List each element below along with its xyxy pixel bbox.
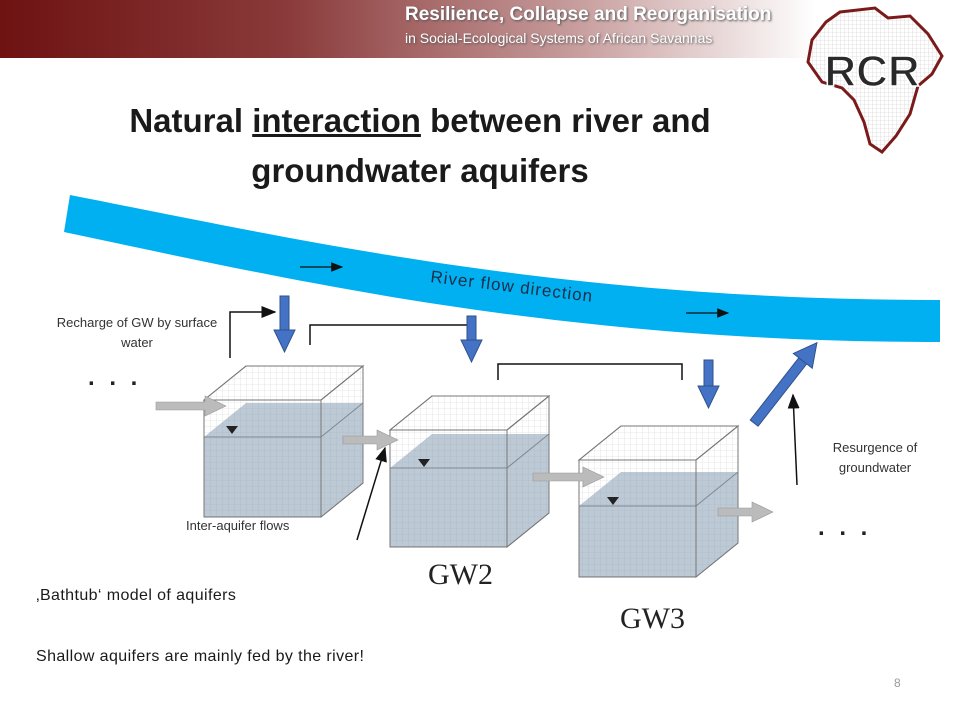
aquifer-box-3	[577, 424, 740, 579]
title-part1: Natural	[129, 102, 253, 139]
flow-arrow-2-3	[532, 466, 605, 488]
flow-arrow-in	[155, 395, 227, 417]
aquifer-box-1	[202, 364, 365, 519]
banner-subtitle: in Social-Ecological Systems of African …	[405, 30, 713, 46]
inter-aquifer-label: Inter-aquifer flows	[186, 518, 290, 533]
recharge-arrow-2	[460, 315, 483, 364]
aquifer-box-2	[388, 394, 551, 549]
resurgence-label: Resurgence of groundwater	[832, 440, 918, 475]
resurgence-arrow	[749, 341, 818, 427]
recharge-arrow-1	[273, 295, 296, 354]
shallow-note: Shallow aquifers are mainly fed by the r…	[36, 648, 365, 665]
inter-aquifer-pointer	[356, 446, 387, 541]
flow-arrow-1-2	[342, 429, 399, 451]
banner-title: Resilience, Collapse and Reorganisation	[405, 4, 772, 25]
slide-title: Natural interaction between river and gr…	[40, 96, 800, 196]
title-underlined-word: interaction	[252, 102, 421, 139]
title-part2: between river and groundwater aquifers	[251, 102, 711, 189]
gw2-label: GW2	[428, 558, 493, 591]
gw3-label: GW3	[620, 602, 685, 635]
bathtub-note: ‚Bathtub‘ model of aquifers	[36, 587, 237, 604]
logo-text: RCR	[824, 47, 919, 96]
rcr-africa-logo: RCR	[806, 6, 944, 154]
bracket-2	[497, 363, 683, 380]
recharge-arrow-3	[697, 359, 720, 410]
flow-arrow-out	[717, 501, 774, 523]
ellipsis-right: . . .	[818, 514, 872, 541]
river	[64, 195, 940, 342]
bracket-1	[309, 324, 476, 345]
ellipsis-left: . . .	[88, 364, 142, 391]
page-number: 8	[894, 676, 901, 690]
resurgence-pointer	[787, 393, 800, 486]
recharge-label: Recharge of GW by surface water	[56, 315, 218, 350]
header-banner: Resilience, Collapse and Reorganisation …	[0, 0, 960, 58]
recharge-pointer	[229, 306, 277, 358]
africa-shape	[806, 6, 944, 154]
